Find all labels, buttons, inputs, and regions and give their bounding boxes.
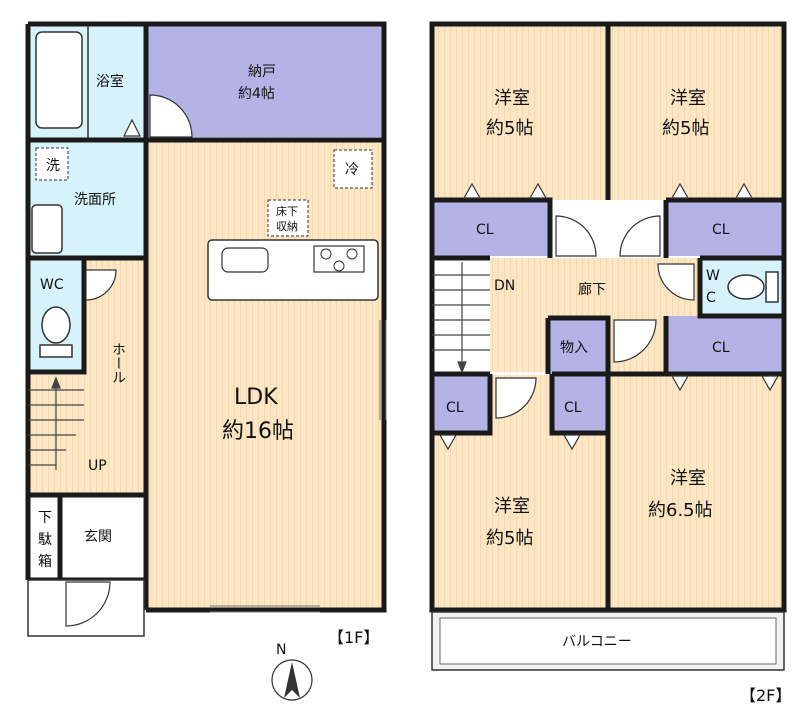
floor-1-tag: 【1F】: [328, 628, 380, 647]
f2-cl-1: [432, 202, 550, 256]
floor-1: 浴室 納戸 約4帖 洗 洗面所 冷 床下 収納 WC ホール UP LDK 約1…: [25, 21, 387, 637]
f1-walls: [25, 21, 387, 613]
label-shoe-3: 箱: [38, 554, 52, 570]
wash-basin: [31, 204, 63, 254]
label-storage-size: 約4帖: [238, 86, 275, 102]
stairs-2f: [432, 262, 490, 374]
f2-closet-marks: [438, 182, 780, 451]
door-wc: [657, 263, 695, 301]
label-laundry-box: 洗: [46, 158, 60, 174]
cooktop: [313, 245, 365, 273]
f1-ldk-floor: [146, 140, 382, 610]
laundry-box: [35, 147, 69, 181]
f1-entrance-floor: [60, 495, 144, 575]
bath-door-mark: [123, 118, 141, 137]
f2-storage: [548, 318, 606, 374]
toilet-2f: [727, 274, 765, 300]
bathtub: [35, 31, 83, 129]
label-cl-2: CL: [712, 222, 730, 238]
label-closet-storage: 物入: [560, 340, 588, 356]
label-room-se-name: 洋室: [670, 468, 706, 489]
label-shoe-2: 駄: [38, 532, 52, 548]
compass-needle: [284, 662, 300, 698]
label-storage-name: 納戸: [248, 64, 276, 80]
toilet-tank-1f: [39, 344, 73, 358]
f2-room-nw-floor: [432, 24, 608, 200]
underfloor-box: [267, 199, 309, 237]
f2-cl-2: [668, 202, 782, 256]
label-entrance: 玄関: [84, 528, 112, 545]
label-room-ne-name: 洋室: [670, 88, 706, 109]
balcony-inner: [439, 617, 777, 665]
f2-room-ne-floor: [608, 24, 782, 200]
label-wc-1f: WC: [40, 277, 64, 293]
f2-walls: [429, 21, 787, 613]
label-room-sw-size: 約5帖: [486, 528, 533, 549]
f2-cl-5: [552, 375, 608, 433]
label-room-se-size: 約6.5帖: [648, 500, 713, 521]
toilet-tank-2f: [765, 271, 779, 303]
label-underfloor-2: 収納: [276, 220, 298, 233]
f1-windows: [210, 320, 387, 613]
f2-cl-4: [432, 375, 490, 433]
fridge-box: [333, 149, 373, 189]
burner-3: [333, 260, 345, 272]
label-room-ne-size: 約5帖: [662, 118, 709, 139]
label-cl-3: CL: [712, 340, 730, 356]
door-nw: [555, 215, 597, 257]
f2-room-se-floor: [608, 375, 782, 610]
f2-cl-3: [668, 316, 782, 374]
label-shoe-1: 下: [38, 510, 52, 526]
floor-2: 洋室 約5帖 洋室 約5帖 CL CL DN 廊下 W C 物入 CL CL C…: [429, 21, 787, 671]
compass-north: N: [276, 642, 286, 658]
toilet-1f: [41, 306, 71, 344]
f2-stairs-floor: [432, 258, 490, 372]
label-cl-5: CL: [564, 400, 582, 416]
label-balcony: バルコニー: [562, 634, 632, 650]
door-sw: [495, 377, 537, 419]
label-ldk-name: LDK: [234, 385, 278, 410]
door-ne: [619, 215, 661, 257]
wc-door-1f: [85, 269, 117, 301]
compass: N: [271, 642, 313, 701]
label-hall: ホール: [110, 342, 126, 384]
burner-2: [346, 248, 358, 260]
entrance-door: [65, 581, 111, 627]
label-room-nw-size: 約5帖: [486, 118, 533, 139]
label-cl-4: CL: [446, 400, 464, 416]
label-washroom: 洗面所: [74, 192, 116, 208]
label-corridor: 廊下: [578, 281, 606, 298]
burner-1: [320, 248, 332, 260]
label-room-sw-name: 洋室: [494, 496, 530, 517]
label-fridge: 冷: [345, 162, 359, 178]
label-wc-c: C: [706, 290, 716, 306]
label-wc-w: W: [706, 268, 720, 284]
label-underfloor-1: 床下: [276, 204, 298, 218]
storage-door: [149, 94, 193, 138]
label-dn: DN: [494, 278, 515, 294]
label-cl-1: CL: [476, 222, 494, 238]
kitchen-sink: [221, 247, 269, 273]
floor-2-tag: 【2F】: [740, 686, 792, 705]
label-bath: 浴室: [96, 73, 124, 90]
stairs-1f: [28, 376, 84, 470]
label-up: UP: [88, 458, 107, 474]
label-ldk-size: 約16帖: [222, 419, 294, 444]
label-room-nw-name: 洋室: [494, 88, 530, 109]
door-se: [613, 319, 657, 363]
